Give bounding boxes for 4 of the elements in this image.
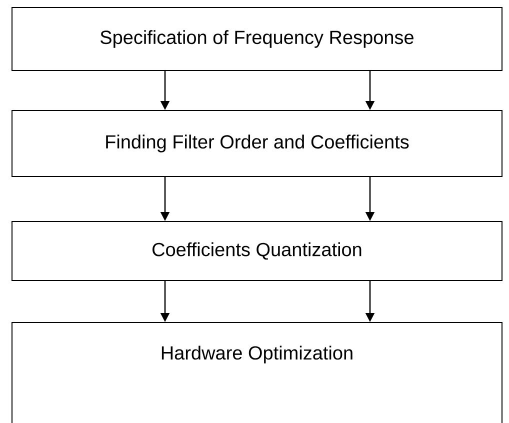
process-box: Specification of Frequency Response [12, 7, 502, 71]
process-box: Coefficients Quantization [12, 221, 502, 281]
process-box: Hardware Optimization [12, 322, 502, 423]
process-box: Finding Filter Order and Coefficients [12, 110, 502, 177]
